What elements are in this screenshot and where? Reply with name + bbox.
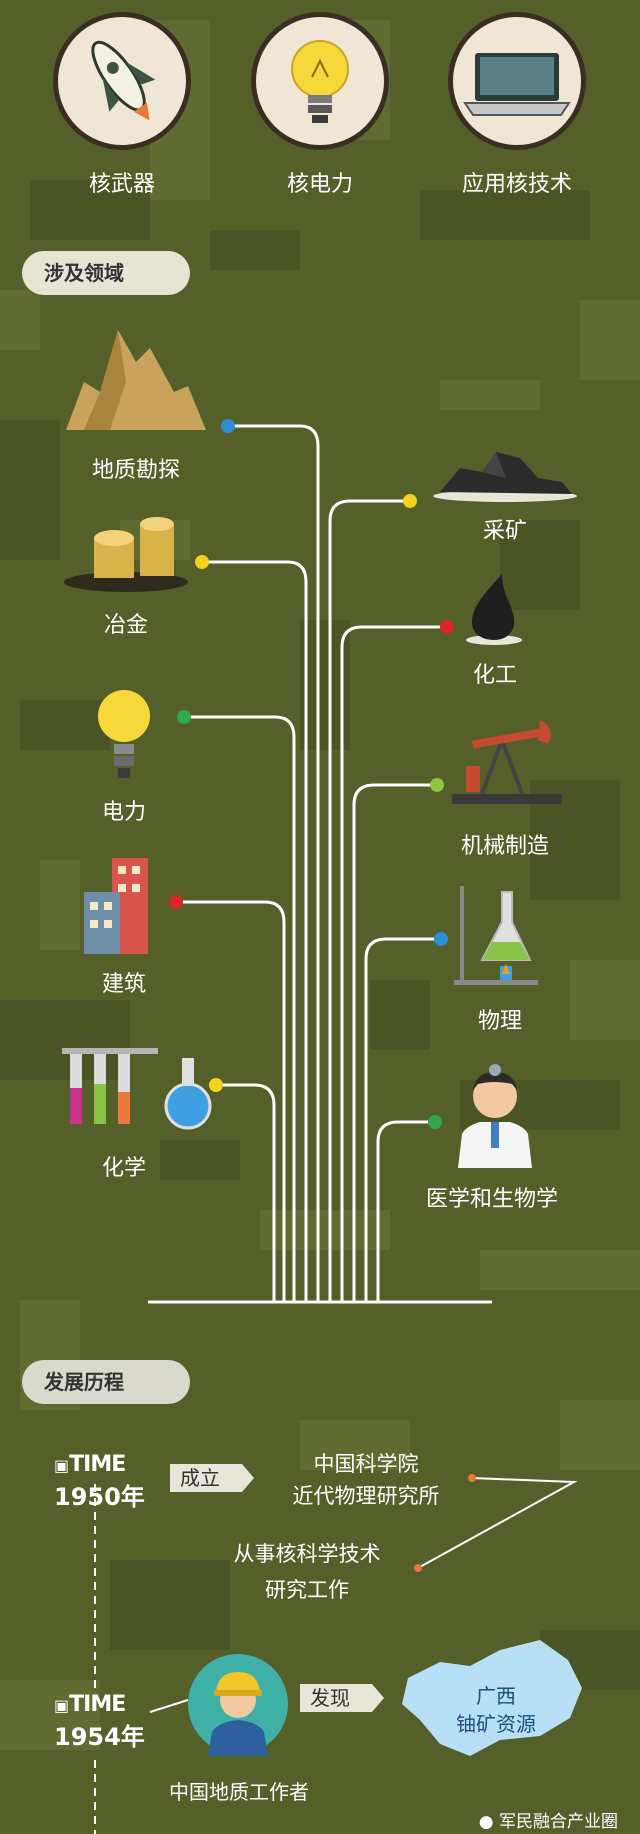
research-line1: 从事核科学技术 <box>233 1542 381 1566</box>
person-label: 中国地质工作者 <box>169 1780 309 1804</box>
action-tag-discover: 发现 <box>310 1686 350 1710</box>
action-tag-establish: 成立 <box>180 1466 220 1490</box>
field-label-power: 电力 <box>101 800 146 825</box>
section-pill-fields: 涉及领域 <box>22 251 190 295</box>
footer-text: 军民融合产业圈 <box>499 1812 618 1832</box>
gold-coins-icon <box>64 517 188 592</box>
field-label-medicine-biology: 医学和生物学 <box>425 1187 558 1212</box>
laptop-icon <box>463 53 571 116</box>
rocket-icon-circle <box>53 12 191 150</box>
lightbulb-small-icon <box>98 690 150 778</box>
rocket-icon <box>91 40 156 121</box>
mountain-icon <box>66 330 206 430</box>
top-label-weapons: 核武器 <box>88 172 155 197</box>
place-line2: 铀矿资源 <box>456 1712 536 1736</box>
field-label-physics: 物理 <box>477 1009 522 1034</box>
field-label-geology: 地质勘探 <box>91 458 180 483</box>
time-label: TIME <box>69 1692 126 1717</box>
laptop-icon-circle <box>448 12 586 150</box>
pumpjack-icon <box>452 720 562 804</box>
bookmark-icon: ▣ <box>54 1456 70 1475</box>
lightbulb-icon <box>291 40 349 123</box>
institute-line1: 中国科学院 <box>313 1452 419 1476</box>
time-label: TIME <box>69 1452 126 1477</box>
top-label-power: 核电力 <box>286 172 353 197</box>
coal-icon <box>433 452 577 502</box>
oil-drop-icon <box>466 574 522 645</box>
lightbulb-icon-circle <box>251 12 389 150</box>
worker-avatar-icon <box>188 1654 288 1756</box>
top-label-technology: 应用核技术 <box>461 172 572 197</box>
footer-brand: ● 军民融合产业圈 <box>479 1807 618 1832</box>
year-1954: 1954年 <box>54 1723 145 1751</box>
timeline-time-1950: ▣TIME 1950年 <box>54 1452 145 1512</box>
lab-flask-icon <box>454 886 538 985</box>
section-pill-history: 发展历程 <box>22 1360 190 1404</box>
field-label-chemistry: 化学 <box>101 1156 146 1181</box>
place-line1: 广西 <box>476 1684 516 1708</box>
year-1950: 1950年 <box>54 1483 145 1511</box>
field-label-machinery: 机械制造 <box>460 834 549 859</box>
field-label-chemical-industry: 化工 <box>472 663 517 688</box>
bookmark-icon: ▣ <box>54 1696 70 1715</box>
field-label-metallurgy: 冶金 <box>103 613 148 638</box>
field-label-mining: 采矿 <box>482 519 527 544</box>
buildings-icon <box>84 858 148 954</box>
field-label-construction: 建筑 <box>101 972 146 997</box>
wechat-icon: ● <box>478 1812 494 1832</box>
test-tubes-icon <box>62 1048 212 1130</box>
research-line2: 研究工作 <box>265 1578 349 1602</box>
timeline-time-1954: ▣TIME 1954年 <box>54 1692 145 1752</box>
doctor-icon <box>458 1064 532 1168</box>
institute-line2: 近代物理研究所 <box>292 1484 440 1508</box>
